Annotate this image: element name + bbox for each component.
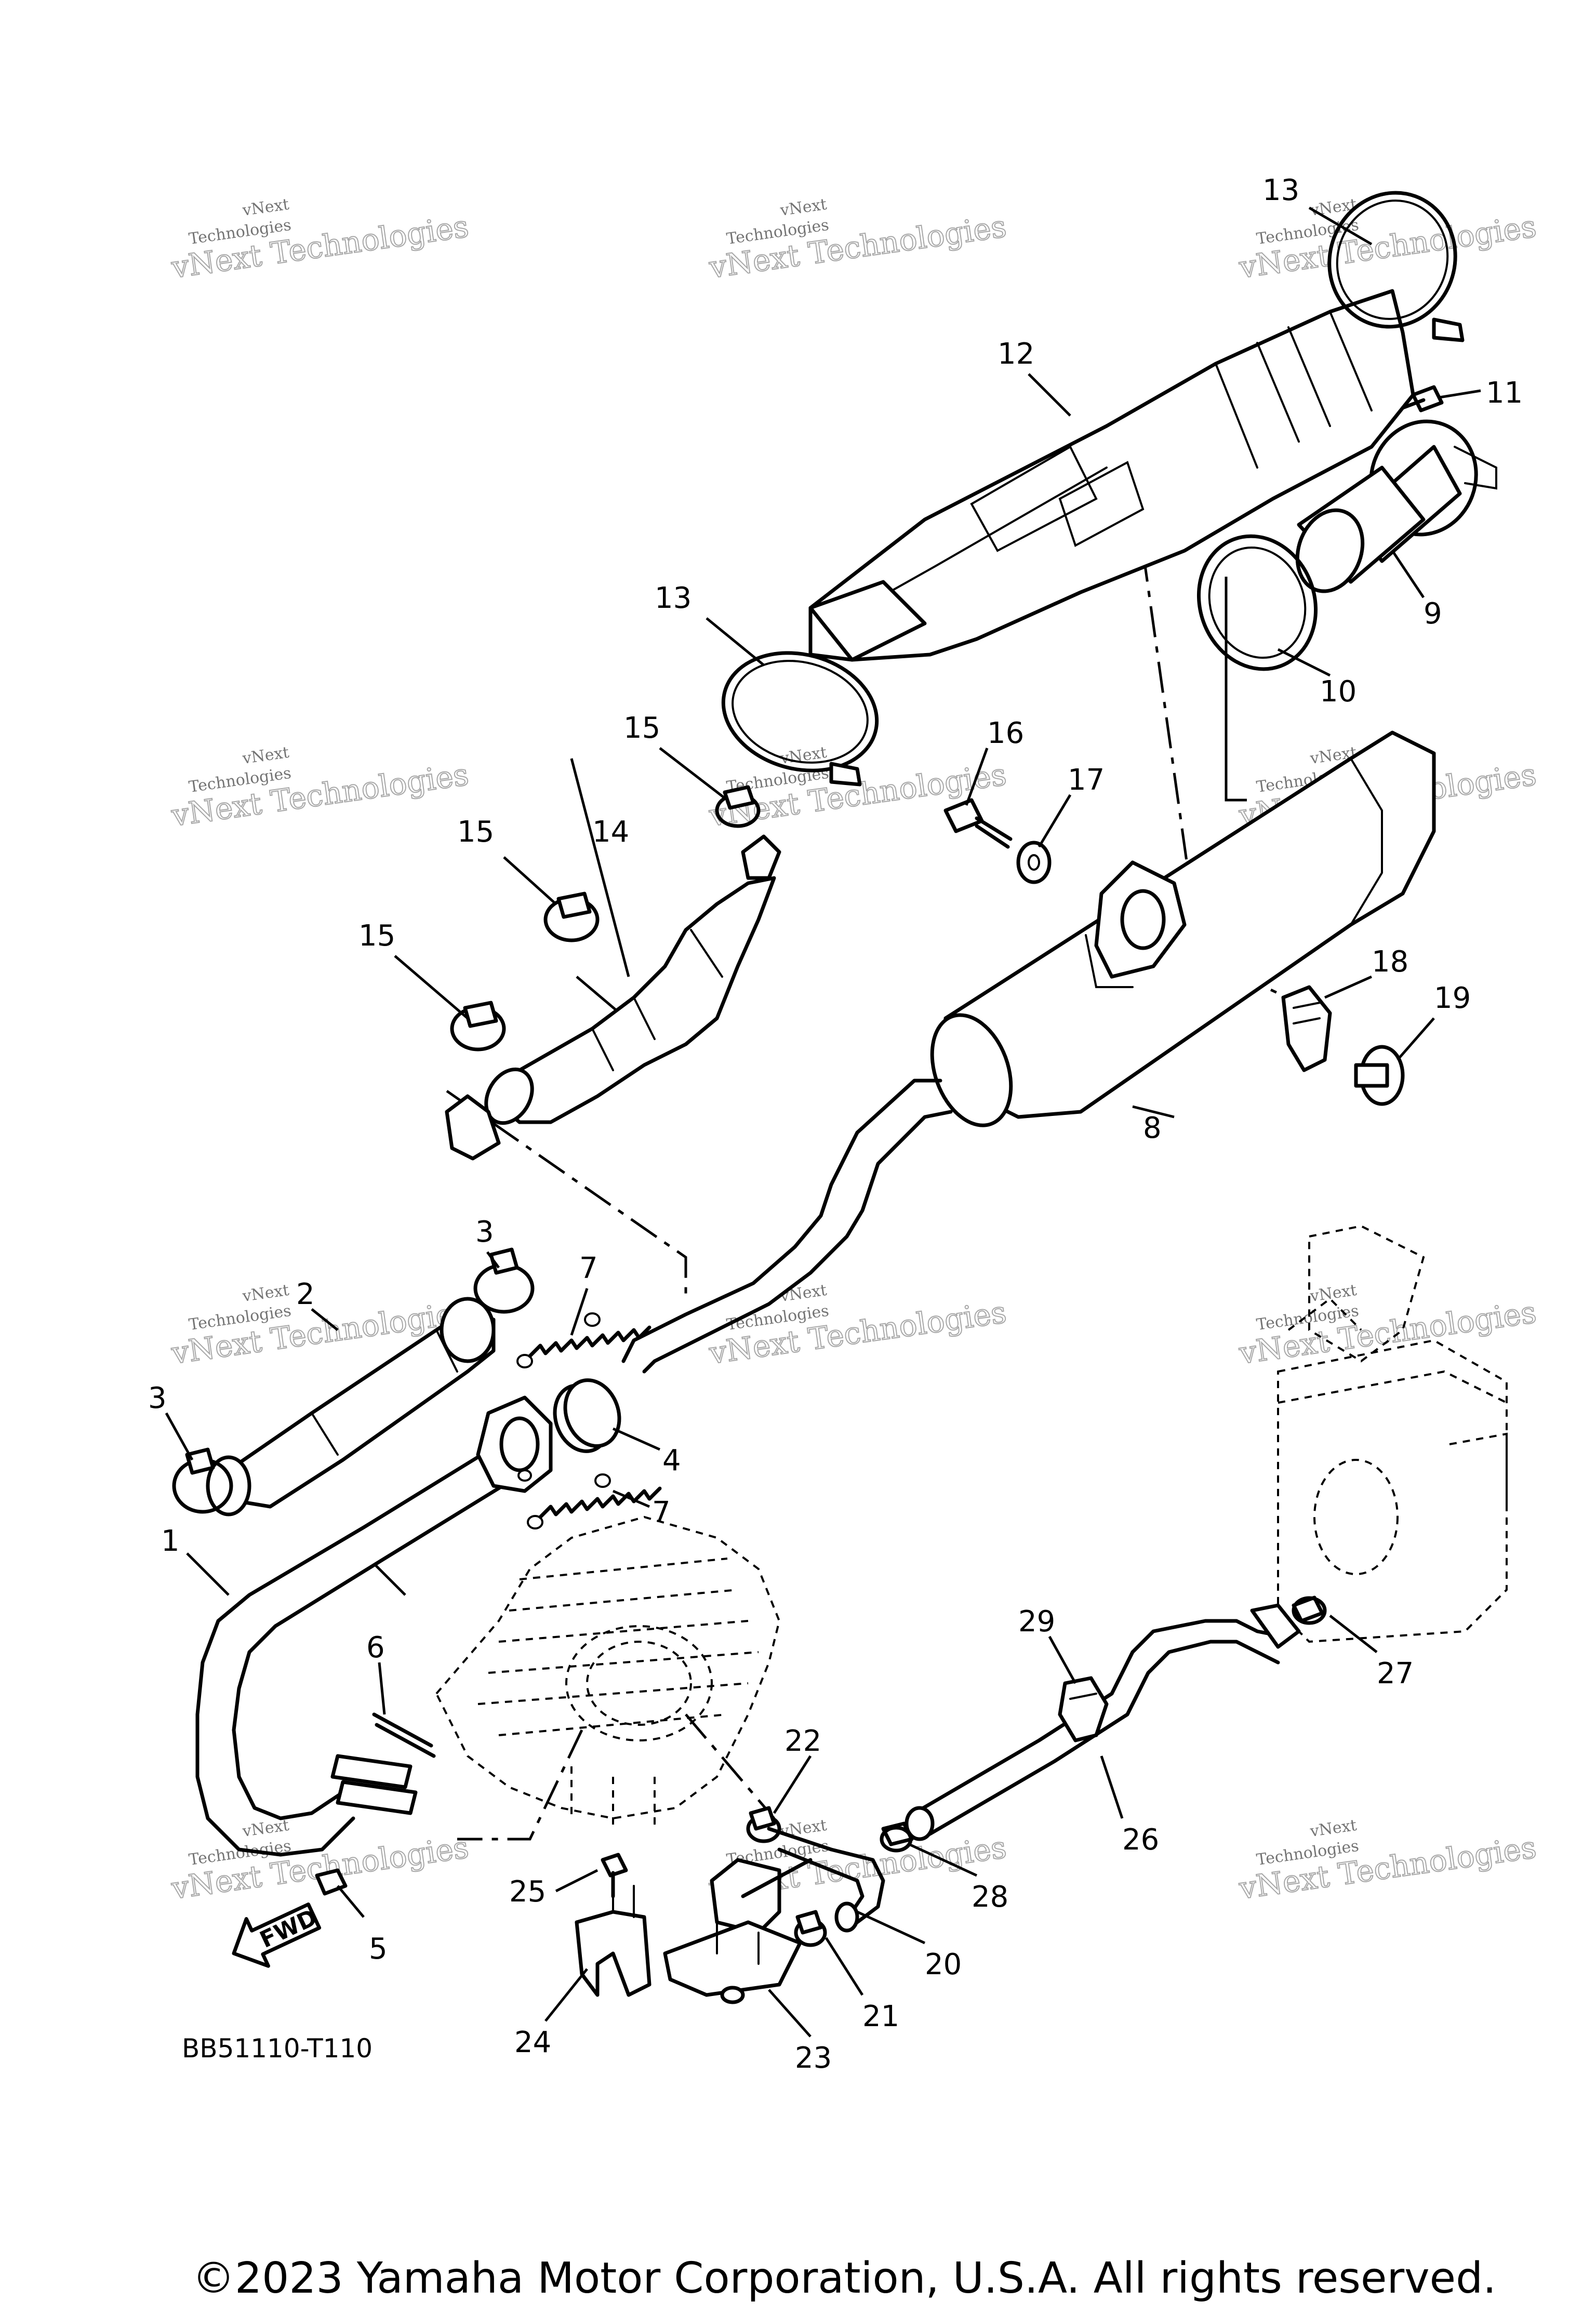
part-1-exhaust-pipe xyxy=(195,1395,553,1857)
callout-2: 2 xyxy=(296,1278,315,1311)
svg-text:vNext Technologies: vNext Technologies xyxy=(169,756,471,833)
callout-15: 15 xyxy=(358,919,395,953)
part-7-spring-lower xyxy=(527,1473,662,1529)
part-22-clamp xyxy=(746,1806,781,1843)
part-21-clamp xyxy=(794,1910,827,1947)
part-15-clamp-c xyxy=(450,1001,506,1052)
svg-text:vNext Technologies: vNext Technologies xyxy=(1236,1829,1538,1906)
part-3-clamp-lower xyxy=(172,1447,233,1514)
svg-text:vNext: vNext xyxy=(1309,1816,1358,1841)
part-9-tail-pipe xyxy=(1295,419,1497,593)
watermark: vNext Technologies vNext Technologies xyxy=(706,195,1009,286)
callout-1: 1 xyxy=(161,1524,180,1558)
part-23-valve xyxy=(663,1858,813,2004)
part-11-bolt xyxy=(1401,385,1444,413)
callout-13: 13 xyxy=(1262,174,1299,207)
part-28-clamp xyxy=(880,1821,914,1853)
callout-17: 17 xyxy=(1068,763,1105,797)
forward-arrow: FWD xyxy=(232,1902,321,1968)
air-box xyxy=(1277,1225,1508,1643)
part-14-catalyst-pipe xyxy=(445,834,781,1161)
copyright-notice: ©2023 Yamaha Motor Corporation, U.S.A. A… xyxy=(192,2254,1497,2303)
callout-27: 27 xyxy=(1377,1657,1414,1691)
part-27-clamp xyxy=(1292,1595,1327,1625)
part-6-gasket xyxy=(372,1712,436,1758)
svg-text:vNext: vNext xyxy=(779,195,828,220)
part-25-bolt xyxy=(601,1853,628,1898)
callout-numbers: 13 12 11 9 10 13 15 14 15 15 16 17 18 19… xyxy=(148,174,1523,2075)
svg-text:vNext Technologies: vNext Technologies xyxy=(1236,1294,1538,1371)
part-3-clamp-upper xyxy=(473,1247,535,1314)
watermark: vNext Technologies vNext Technologies xyxy=(168,743,471,834)
part-18-grommet xyxy=(1281,985,1332,1072)
part-20-hose xyxy=(767,1827,885,1933)
svg-text:vNext: vNext xyxy=(241,743,290,768)
svg-text:vNext Technologies: vNext Technologies xyxy=(169,208,471,285)
svg-text:vNext: vNext xyxy=(779,1816,828,1841)
callout-21: 21 xyxy=(862,2000,899,2033)
diagram-code: BB51110-T110 xyxy=(182,2033,373,2064)
callout-3: 3 xyxy=(475,1215,494,1249)
callout-22: 22 xyxy=(784,1724,821,1758)
callout-7: 7 xyxy=(652,1496,671,1529)
callout-16: 16 xyxy=(987,716,1024,750)
svg-text:vNext: vNext xyxy=(1309,195,1358,220)
svg-text:vNext Technologies: vNext Technologies xyxy=(707,208,1008,285)
callout-29: 29 xyxy=(1018,1605,1055,1639)
part-12-heat-shield xyxy=(808,289,1415,662)
part-13-clamp-lower xyxy=(721,651,879,787)
assembly-lines xyxy=(373,550,1310,1841)
svg-text:vNext Technologies: vNext Technologies xyxy=(707,1294,1008,1371)
part-29-clip xyxy=(1058,1676,1109,1742)
callout-13: 13 xyxy=(655,581,691,615)
callout-7: 7 xyxy=(579,1252,598,1285)
callout-19: 19 xyxy=(1434,981,1471,1015)
part-15-clamp-a xyxy=(715,785,761,828)
part-16-bolt xyxy=(943,798,1013,849)
part-10-gasket xyxy=(1196,534,1318,671)
callout-14: 14 xyxy=(592,815,629,849)
callout-3: 3 xyxy=(148,1381,167,1415)
callout-11: 11 xyxy=(1486,376,1523,410)
engine-cylinder-head xyxy=(435,1515,781,1829)
callout-5: 5 xyxy=(369,1932,388,1966)
callout-23: 23 xyxy=(795,2041,832,2075)
watermark: vNext Technologies vNext Technologies xyxy=(1236,1281,1539,1372)
part-26-hose xyxy=(905,1603,1301,1841)
callout-9: 9 xyxy=(1424,597,1442,631)
forward-label: FWD xyxy=(256,1904,321,1953)
part-15-clamp-b xyxy=(543,892,600,942)
callout-12: 12 xyxy=(998,337,1034,371)
callout-20: 20 xyxy=(925,1948,962,1981)
svg-text:vNext Technologies: vNext Technologies xyxy=(169,1829,471,1906)
svg-text:vNext: vNext xyxy=(779,743,828,768)
svg-text:vNext Technologies: vNext Technologies xyxy=(1236,208,1538,285)
part-2-pipe-section xyxy=(206,1297,496,1516)
watermark: vNext Technologies vNext Technologies xyxy=(1236,1816,1539,1907)
callout-15: 15 xyxy=(457,815,494,849)
svg-text:vNext: vNext xyxy=(241,1281,290,1306)
callout-6: 6 xyxy=(366,1631,385,1665)
watermark: vNext Technologies vNext Technologies xyxy=(168,195,471,286)
callout-26: 26 xyxy=(1122,1823,1159,1857)
callout-8: 8 xyxy=(1143,1111,1162,1145)
part-8-muffler xyxy=(621,730,1436,1374)
callout-24: 24 xyxy=(514,2026,551,2059)
callout-18: 18 xyxy=(1372,945,1408,979)
part-17-washer xyxy=(1016,841,1052,884)
svg-text:vNext: vNext xyxy=(241,195,290,220)
callout-10: 10 xyxy=(1320,675,1356,709)
callout-4: 4 xyxy=(662,1444,681,1478)
callout-15: 15 xyxy=(623,711,660,745)
callout-25: 25 xyxy=(509,1875,546,1909)
part-13-clamp-upper xyxy=(1327,191,1465,342)
part-4-gasket xyxy=(553,1378,621,1453)
callout-28: 28 xyxy=(972,1880,1008,1914)
part-19-collar xyxy=(1354,1045,1405,1106)
part-7-spring-upper xyxy=(516,1312,651,1368)
leader-lines xyxy=(165,206,1481,2038)
svg-text:vNext: vNext xyxy=(241,1816,290,1841)
